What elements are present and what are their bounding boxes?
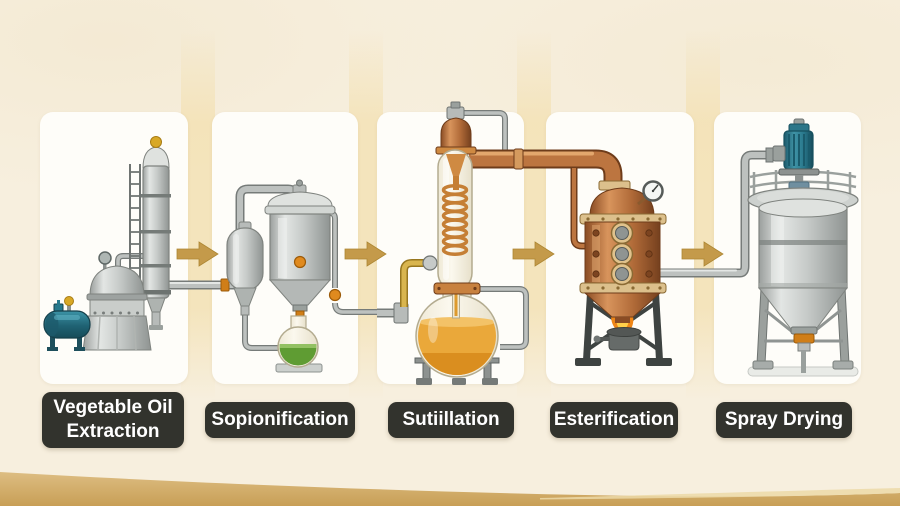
stage-panel-spray-drying [714,112,861,384]
stage-label-saponification: Sopionification [205,402,355,438]
stage-panel-distillation [377,112,524,384]
stage-panel-extraction [40,112,188,384]
stage-panel-esterification [546,112,694,384]
stage-panel-saponification [212,112,358,384]
stage-label-esterification: Esterification [550,402,678,438]
stage-label-spray-drying: Spray Drying [716,402,852,438]
stage-label-distillation: Sutiillation [388,402,514,438]
stage-label-vegetable-oil-extraction: Vegetable Oil Extraction [42,392,184,448]
bottom-wave-decoration [0,472,900,506]
